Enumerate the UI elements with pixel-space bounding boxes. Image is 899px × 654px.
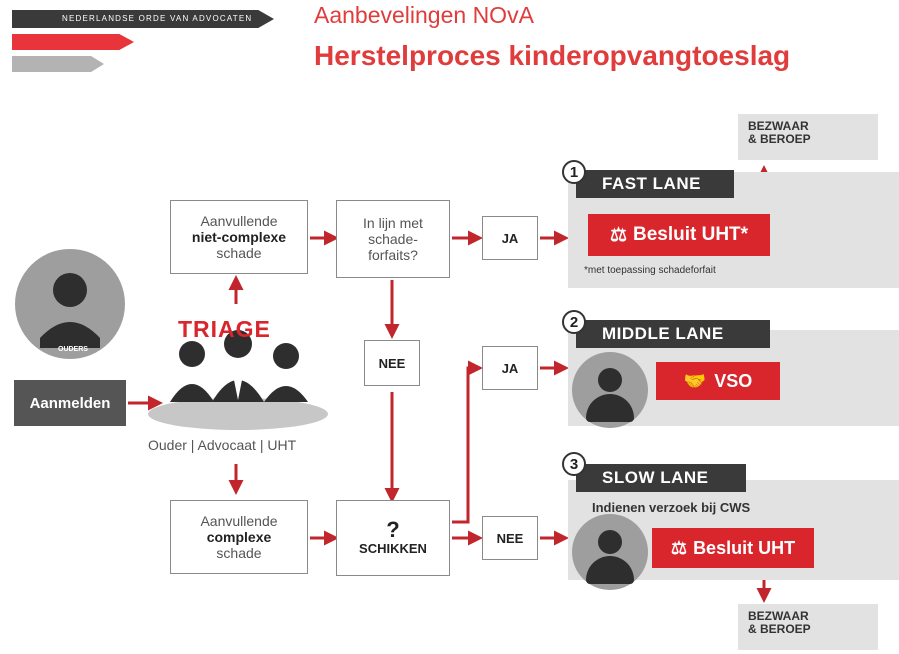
logo-red-stripe: [12, 34, 134, 50]
org-name: NEDERLANDSE ORDE VAN ADVOCATEN: [62, 14, 253, 23]
box-text-line: In lijn met: [363, 215, 423, 231]
ja-top-box: JA: [482, 216, 538, 260]
triage-meeting-icon: [148, 330, 328, 430]
question-mark: ?: [386, 517, 400, 542]
bezwaar-beroep-top: BEZWAAR & BEROEP: [738, 114, 878, 160]
org-name-banner: NEDERLANDSE ORDE VAN ADVOCATEN: [12, 10, 274, 28]
box-text-line: complexe: [206, 529, 272, 545]
gavel-icon: ⚖: [609, 224, 627, 246]
box-text-line: forfaits?: [368, 247, 418, 263]
parents-avatar-icon: [15, 249, 125, 359]
bezwaar-line: BEZWAAR: [748, 119, 809, 133]
forfait-question-box: In lijn met schade- forfaits?: [336, 200, 450, 278]
schikken-label: SCHIKKEN: [359, 541, 427, 556]
fast-lane-decision-label: Besluit UHT*: [632, 224, 749, 245]
box-text-line: Aanvullende: [200, 213, 278, 229]
slow-lane-instruction: Indienen verzoek bij CWS: [592, 500, 751, 515]
ja-middle-box: JA: [482, 346, 538, 390]
slow-lane-decision-button[interactable]: ⚖Besluit UHT: [652, 528, 814, 568]
complex-damage-box: Aanvullende complexe schade: [170, 500, 308, 574]
fast-lane-title: FAST LANE: [576, 170, 734, 198]
page-subtitle: Aanbevelingen NOvA: [314, 2, 534, 28]
page-title: Herstelproces kinderopvangtoeslag: [314, 40, 791, 71]
middle-lane-vso-button[interactable]: 🤝 VSO: [656, 362, 780, 400]
handshake-icon: 🤝: [683, 370, 707, 391]
slow-lane-decision-label: Besluit UHT: [693, 537, 796, 558]
bezwaar-line: BEZWAAR: [748, 609, 809, 623]
gavel-icon: ⚖: [670, 537, 688, 558]
slow-lane-number: 3: [562, 452, 586, 476]
slow-lane-title: SLOW LANE: [576, 464, 746, 492]
bezwaar-beroep-bottom: BEZWAAR & BEROEP: [738, 604, 878, 650]
bezwaar-line: & BEROEP: [748, 132, 811, 146]
nee-bottom-box: NEE: [482, 516, 538, 560]
parents-avatar-label: OUDERS: [58, 346, 88, 353]
middle-lane-title: MIDDLE LANE: [576, 320, 770, 348]
middle-lane-number: 2: [562, 310, 586, 334]
fast-lane-decision-button[interactable]: ⚖Besluit UHT*: [588, 214, 770, 256]
box-text-line: schade: [216, 545, 262, 561]
fast-lane-footnote: *met toepassing schadeforfait: [584, 265, 716, 276]
triage-label: TRIAGE: [178, 316, 271, 342]
expert-avatar-icon: [572, 514, 648, 590]
box-text-line: niet-complexe: [191, 229, 287, 245]
box-text-line: Aanvullende: [200, 513, 278, 529]
roles-label: Ouder | Advocaat | UHT: [148, 437, 297, 453]
arrow-schikken-ja: [452, 360, 483, 524]
vso-label: VSO: [714, 370, 753, 391]
fast-lane-number: 1: [562, 160, 586, 184]
nee-middle-box: NEE: [364, 340, 420, 386]
logo-grey-stripe: [12, 56, 104, 72]
box-text-line: schade-: [368, 231, 418, 247]
expert-avatar-icon: [572, 352, 648, 428]
box-text-line: schade: [216, 245, 262, 261]
non-complex-damage-box: Aanvullende niet-complexe schade: [170, 200, 308, 274]
schikken-box: ? SCHIKKEN: [336, 500, 450, 576]
register-button[interactable]: Aanmelden: [14, 380, 126, 426]
bezwaar-line: & BEROEP: [748, 622, 811, 636]
